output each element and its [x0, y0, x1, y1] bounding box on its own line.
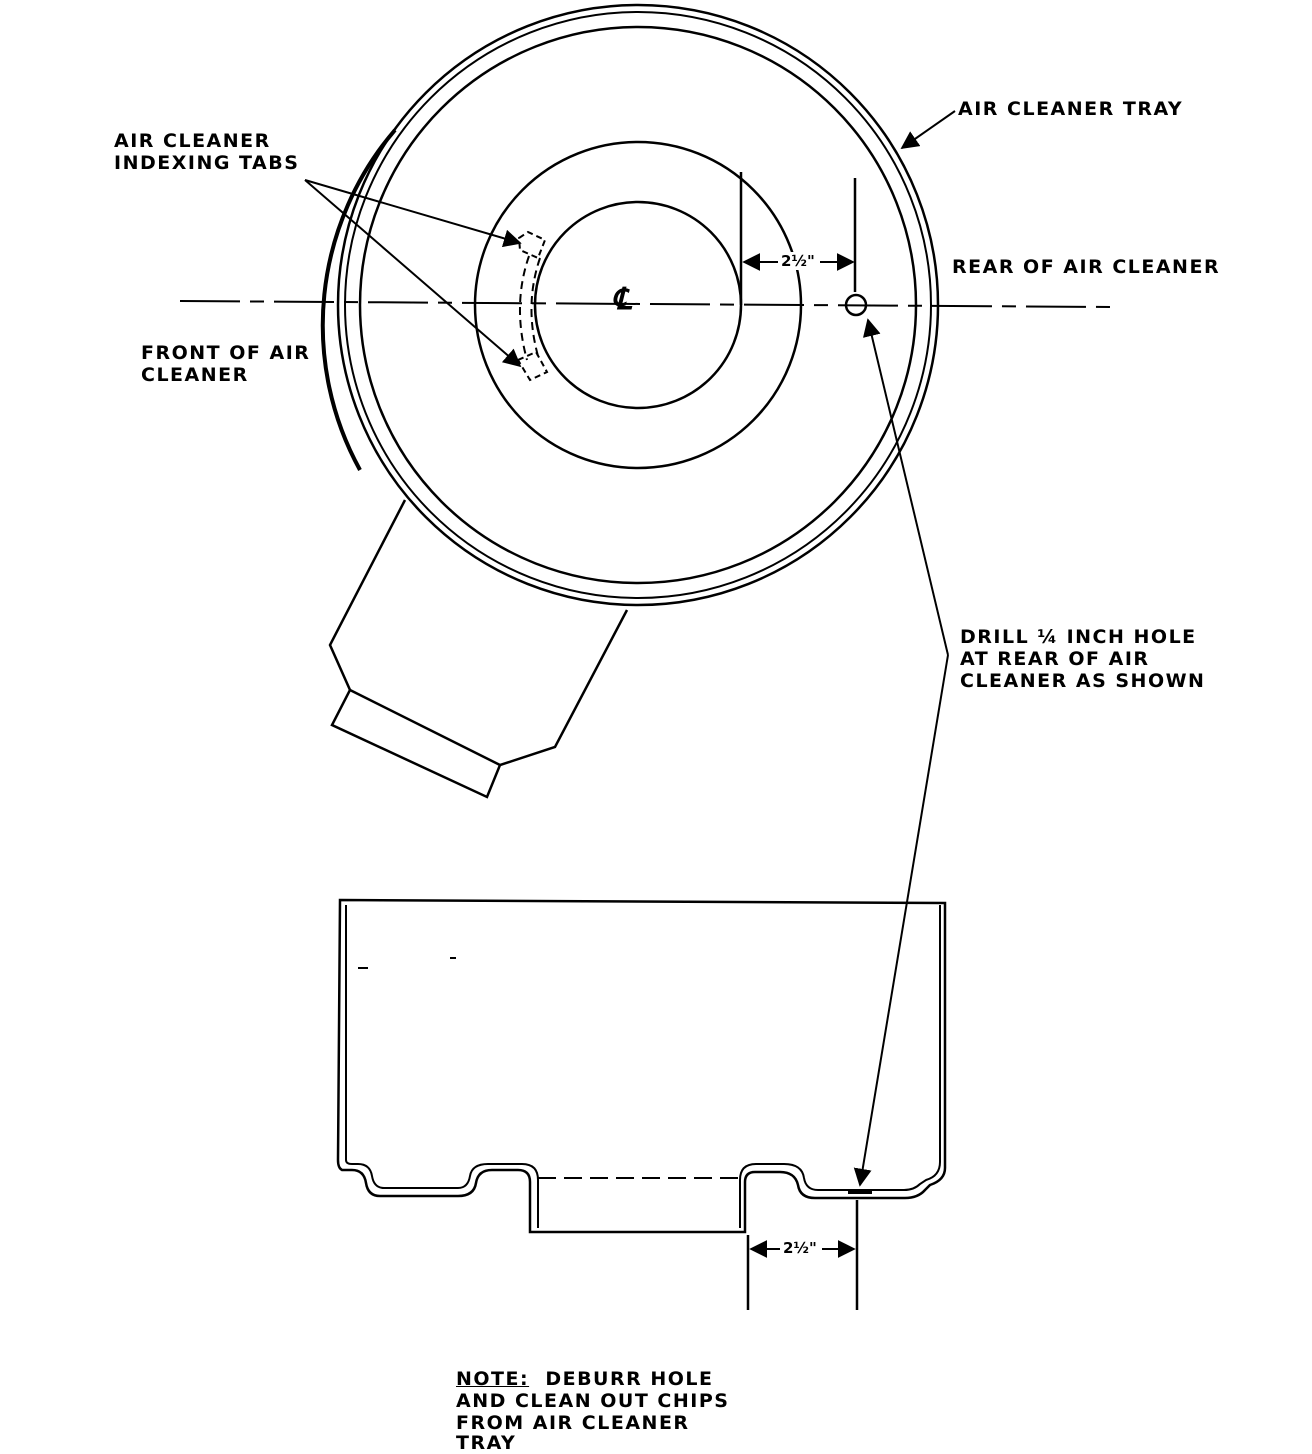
- note-line4: TRAY: [456, 1432, 517, 1454]
- tray-side-inner-right: [739, 905, 941, 1228]
- note-text-1: DEBURR HOLE: [545, 1368, 714, 1390]
- note-line3: FROM AIR CLEANER: [456, 1412, 690, 1434]
- indexing-tab-upper: [517, 230, 547, 260]
- horizontal-centerline: [179, 300, 1111, 308]
- label-drill-line1: DRILL ¼ INCH HOLE: [960, 626, 1197, 648]
- label-front-line1: FRONT OF AIR: [141, 342, 311, 364]
- snorkel-mouth-line: [349, 688, 501, 767]
- drill-hole: [844, 293, 868, 317]
- note-line2: AND CLEAN OUT CHIPS: [456, 1390, 730, 1412]
- tray-lip-shadow: [320, 128, 397, 471]
- dimension-bottom: 2½": [781, 1239, 819, 1257]
- label-rear: REAR OF AIR CLEANER: [952, 256, 1221, 278]
- tray-outer-ring-2: [344, 11, 932, 599]
- leader-tray: [900, 110, 956, 150]
- label-drill-line2: AT REAR OF AIR: [960, 648, 1150, 670]
- note-line1: NOTE: DEBURR HOLE: [456, 1368, 714, 1390]
- snorkel-outline: [328, 499, 629, 799]
- leader-drill-top: [863, 318, 949, 656]
- note-heading: NOTE:: [456, 1368, 530, 1390]
- label-indexing-tabs-line1: AIR CLEANER: [114, 130, 271, 152]
- label-front-line2: CLEANER: [141, 364, 249, 386]
- dimension-top: 2½": [779, 252, 817, 270]
- label-indexing-tabs-line2: INDEXING TABS: [114, 152, 300, 174]
- inner-ring: [533, 200, 743, 410]
- indexing-tab-lower: [516, 350, 549, 382]
- tray-inner-ring: [358, 25, 918, 585]
- centerline-symbol: ℄: [612, 282, 632, 317]
- leader-tab-lower: [304, 179, 522, 368]
- label-air-cleaner-tray: AIR CLEANER TRAY: [958, 98, 1184, 120]
- tray-side-inner: [345, 905, 539, 1228]
- leader-tab-upper: [304, 179, 522, 248]
- tray-side-outline: [336, 898, 947, 1234]
- label-drill-line3: CLEANER AS SHOWN: [960, 670, 1206, 692]
- indexing-tab-arc-outer: [518, 255, 530, 361]
- leader-drill-bottom: [853, 654, 949, 1187]
